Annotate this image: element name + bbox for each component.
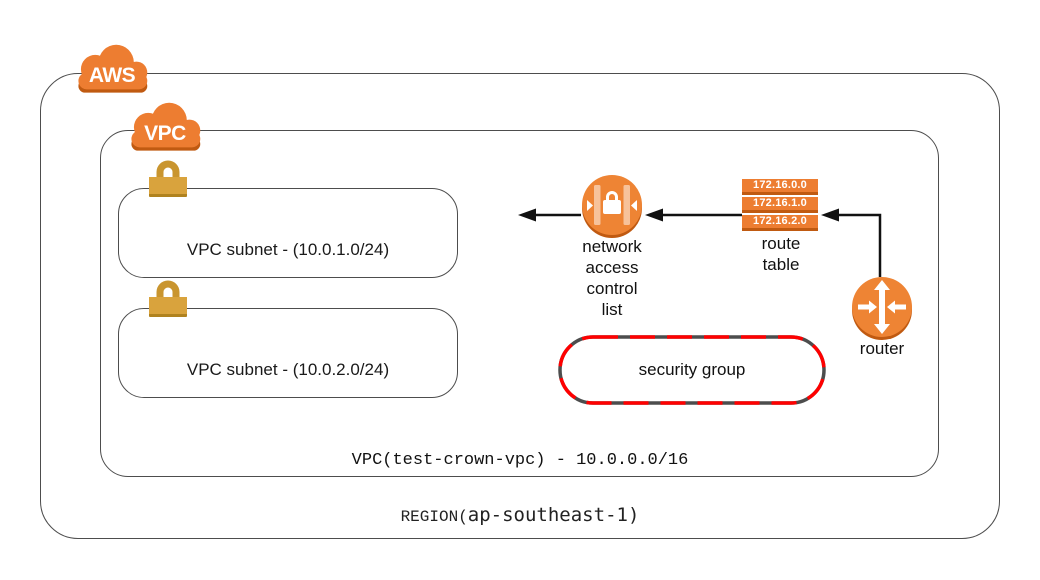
vpc-cloud: VPC [123,98,207,158]
route-table-row: 172.16.1.0 [742,197,818,213]
route-table-row: 172.16.0.0 [742,179,818,195]
region-name: ap-southeast-1 [467,504,628,526]
route-table-label: route table [761,234,801,274]
vpc-cloud-label: VPC [144,122,186,145]
region-caption-suffix: ) [627,504,640,526]
router-icon [849,275,915,341]
subnet-1-label: VPC subnet - (10.0.1.0/24) [186,240,390,259]
region-caption: REGION(ap-southeast-1) [0,504,1040,526]
aws-cloud-icon [78,44,148,93]
route-table-row: 172.16.2.0 [742,215,818,231]
vpc-cloud-icon [131,102,201,151]
aws-cloud-label: AWS [88,64,136,87]
subnet-box-1: VPC subnet - (10.0.1.0/24) [118,188,458,278]
security-group-label: security group [638,360,746,379]
lock-icon-subnet-1 [148,156,188,198]
network-acl-icon [579,173,645,239]
subnet-2-label: VPC subnet - (10.0.2.0/24) [186,360,390,379]
router-label: router [859,339,905,358]
network-acl-label: network access control list [582,237,642,319]
lock-icon-subnet-2 [148,276,188,318]
security-group: security group [556,333,828,407]
region-caption-prefix: REGION( [400,508,468,526]
vpc-caption: VPC(test-crown-vpc) - 10.0.0.0/16 [351,451,689,470]
subnet-box-2: VPC subnet - (10.0.2.0/24) [118,308,458,398]
aws-cloud: AWS [70,40,154,100]
